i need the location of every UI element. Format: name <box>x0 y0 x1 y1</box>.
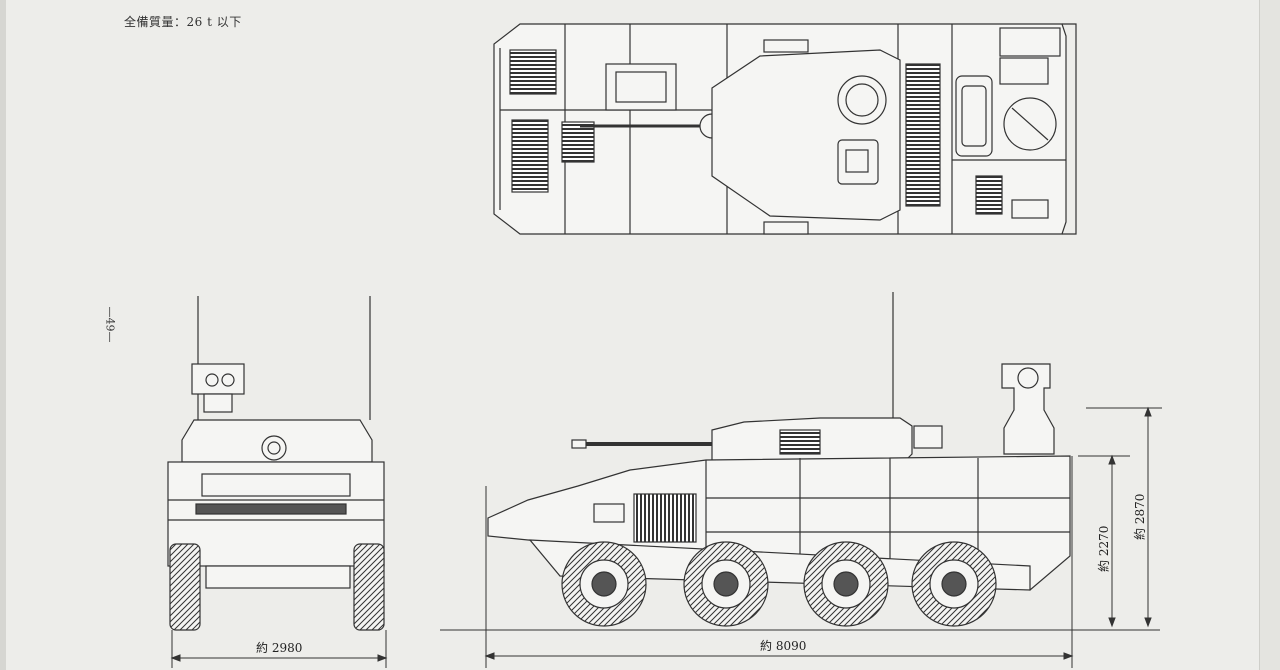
front-view <box>167 296 385 631</box>
side-length-label: 約 8090 <box>760 638 806 653</box>
top-view <box>493 23 1077 235</box>
weight-note: 全備質量：26 t 以下 <box>124 15 242 29</box>
sheet-left-edge <box>0 0 6 670</box>
side-length-dimension <box>484 456 1074 668</box>
front-width-dimension <box>170 630 388 668</box>
road-wheels <box>561 541 997 627</box>
hull-height-label: 約 2270 <box>1096 526 1111 572</box>
front-width-label: 約 2980 <box>256 640 302 655</box>
sheet-right-edge <box>1259 0 1280 670</box>
overall-height-label: 約 2870 <box>1132 494 1147 540</box>
height-dimensions <box>1078 406 1162 628</box>
side-view <box>487 292 1071 627</box>
